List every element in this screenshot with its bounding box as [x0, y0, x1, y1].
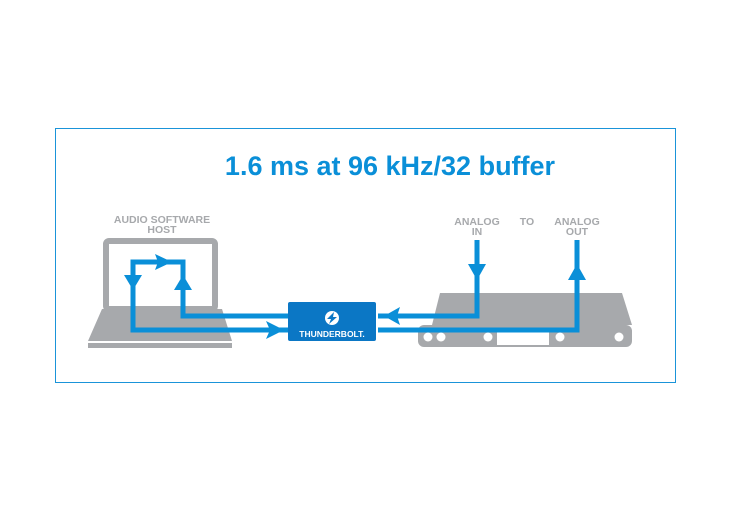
- analog-in-label-1: ANALOG: [454, 216, 500, 228]
- analog-out-label-1: ANALOG: [554, 216, 600, 228]
- arrow-heads: [124, 254, 586, 339]
- diagram-frame: [55, 128, 676, 383]
- arrow-up-icon: [174, 275, 192, 290]
- host-label-1: AUDIO SOFTWARE: [114, 214, 210, 226]
- analog-out-label-2: OUT: [566, 226, 589, 238]
- analog-in-label-2: IN: [472, 226, 483, 238]
- to-label: TO: [520, 216, 534, 228]
- arrow-up-icon: [568, 264, 586, 280]
- arrow-down-icon: [468, 264, 486, 280]
- arrow-right-icon: [266, 321, 284, 339]
- thunderbolt-label: THUNDERBOLT.: [299, 329, 364, 339]
- diagram-title: 1.6 ms at 96 kHz/32 buffer: [225, 151, 556, 181]
- arrow-down-icon: [124, 275, 142, 290]
- audio-interface-icon: [418, 293, 632, 347]
- arrow-left-icon: [384, 307, 400, 325]
- arrow-left-icon: [155, 254, 172, 270]
- thunderbolt-box: THUNDERBOLT.: [288, 302, 376, 341]
- host-label-2: HOST: [147, 224, 177, 236]
